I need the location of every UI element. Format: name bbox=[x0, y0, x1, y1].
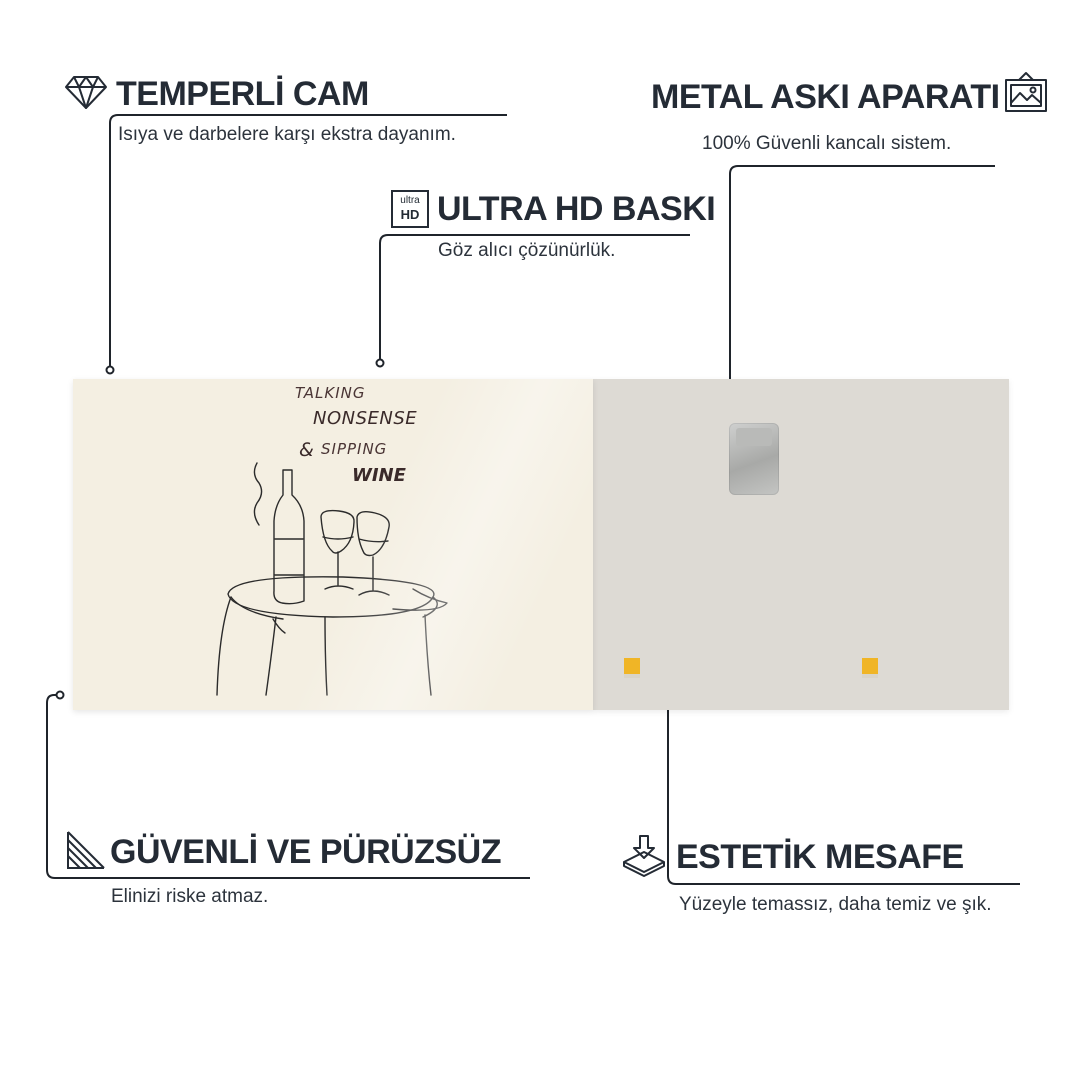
artwork-ampersand: & bbox=[299, 439, 314, 461]
metal-hanger-slot bbox=[736, 428, 772, 446]
aesthetic-distance-subtitle: Yüzeyle temassız, daha temiz ve şık. bbox=[679, 894, 992, 915]
product-back-view bbox=[593, 379, 1009, 710]
artwork-line-nonsense: NONSENSE bbox=[313, 408, 418, 429]
tempered-glass-subtitle: Isıya ve darbelere karşı ekstra dayanım. bbox=[118, 124, 456, 145]
smooth-edge-icon bbox=[66, 830, 106, 870]
ultra-hd-callout-line bbox=[379, 234, 690, 362]
safe-smooth-callout-line bbox=[46, 694, 530, 879]
image-frame-icon bbox=[1003, 70, 1049, 114]
spacer-pad-right bbox=[862, 658, 878, 674]
safe-smooth-subtitle: Elinizi riske atmaz. bbox=[111, 886, 269, 907]
artwork-line-wine: WINE bbox=[352, 465, 406, 486]
safe-smooth-title: GÜVENLİ VE PÜRÜZSÜZ bbox=[110, 833, 501, 871]
metal-hanger-subtitle: 100% Güvenli kancalı sistem. bbox=[702, 133, 952, 154]
ultra-hd-icon-bottom-text: HD bbox=[400, 207, 420, 222]
artwork-line-talking: TALKING bbox=[295, 384, 366, 402]
aesthetic-distance-title: ESTETİK MESAFE bbox=[676, 838, 964, 876]
metal-hanger-callout-line bbox=[729, 165, 995, 410]
spacer-pad-left bbox=[624, 658, 640, 674]
ultra-hd-subtitle: Göz alıcı çözünürlük. bbox=[438, 240, 616, 261]
artwork-line-drawing bbox=[216, 462, 448, 696]
product-front-view: TALKING NONSENSE & SIPPING WINE bbox=[73, 379, 593, 710]
artwork-line-sipping: SIPPING bbox=[321, 440, 388, 458]
ultra-hd-title: ULTRA HD BASKI bbox=[437, 190, 716, 228]
diamond-icon bbox=[64, 73, 108, 111]
tempered-glass-callout-line bbox=[109, 114, 507, 368]
ultra-hd-icon: ultra HD bbox=[391, 190, 429, 228]
ultra-hd-icon-top-text: ultra bbox=[400, 195, 420, 206]
metal-hanger-title: METAL ASKI APARATI bbox=[651, 78, 1000, 116]
spacer-layer-icon bbox=[622, 834, 666, 878]
tempered-glass-title: TEMPERLİ CAM bbox=[116, 75, 369, 113]
